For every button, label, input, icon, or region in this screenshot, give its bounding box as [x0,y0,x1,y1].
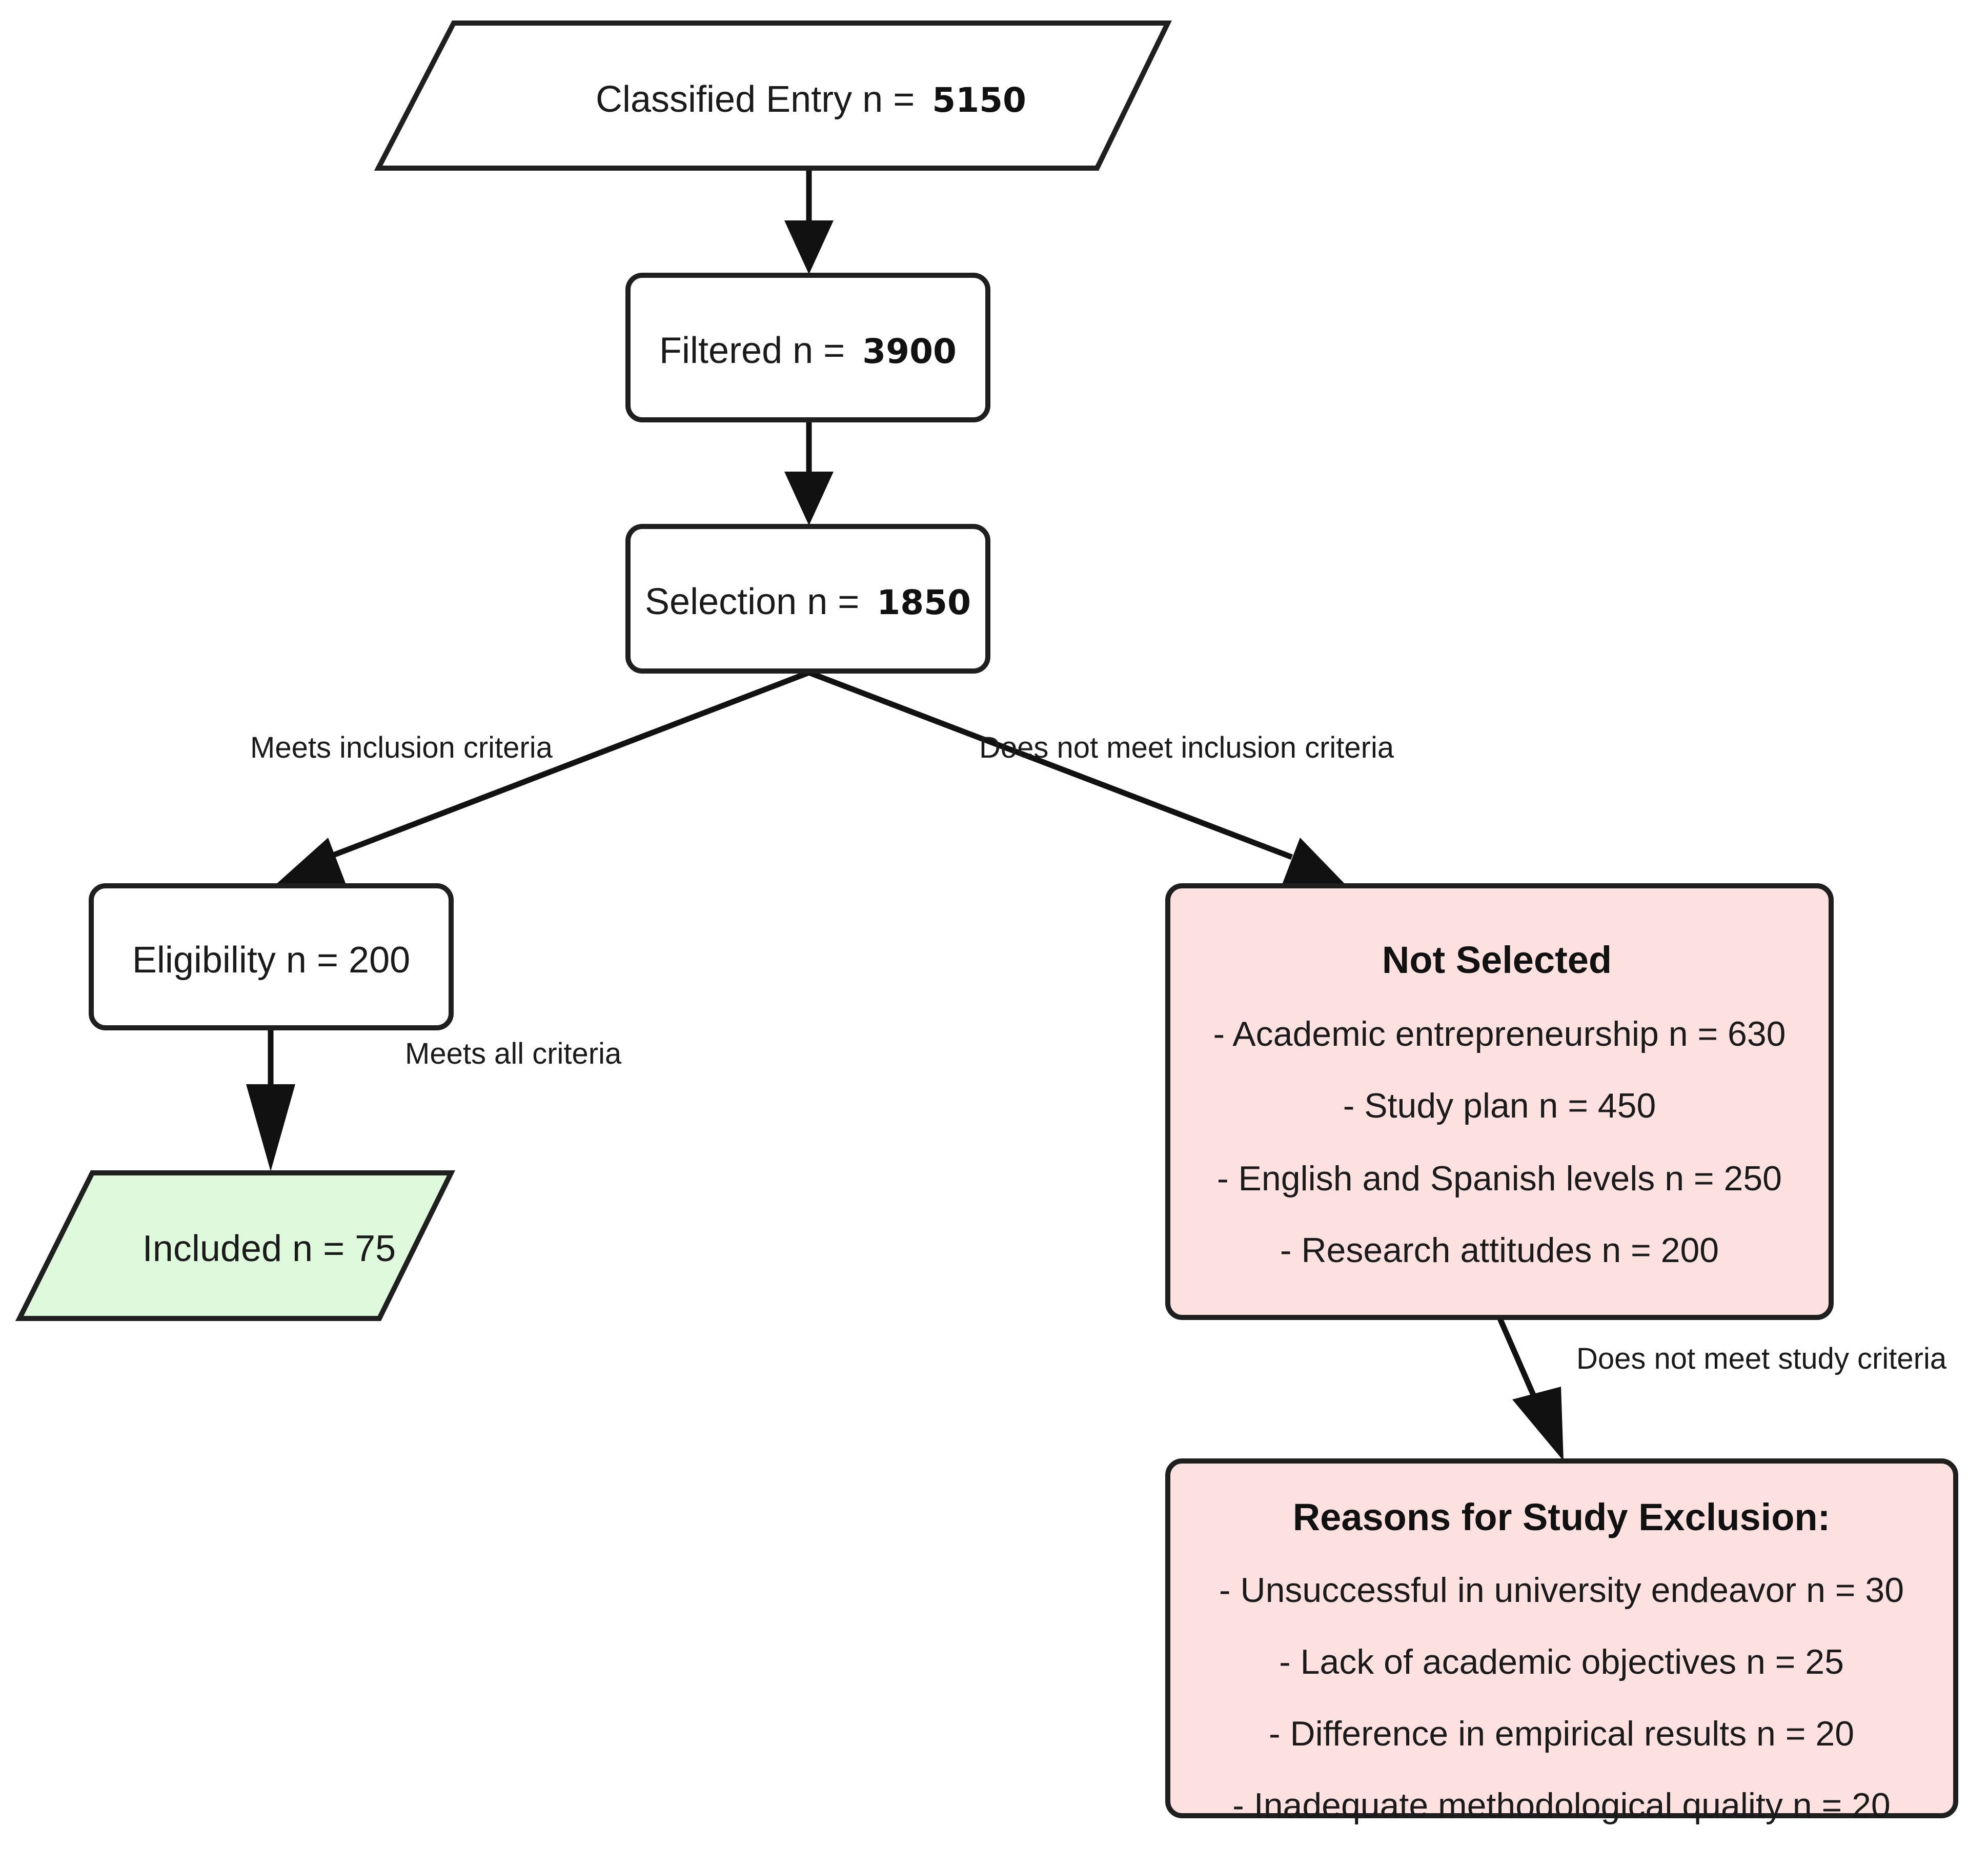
arrowhead-exclusion [1512,1387,1564,1461]
edge-label-meets-inclusion: Meets inclusion criteria [250,731,553,764]
exclusion-reason-item: - Difference in empirical results n = 20 [1269,1714,1854,1753]
node-filtered: Filtered n = 3900 [625,273,990,422]
eligibility-shape [89,883,454,1030]
edge-label-not-meets-study: Does not meet study criteria [1576,1342,1947,1375]
selection-text: Selection n = 1850 [645,581,971,622]
filtered-label: Filtered n = [659,330,855,371]
edge-labels: Meets inclusion criteria Does not meet i… [250,731,1947,1375]
not-selected-item: - Academic entrepreneurship n = 630 [1213,1014,1786,1053]
filtered-count: 3900 [862,332,957,371]
edge-label-not-meets-inclusion: Does not meet inclusion criteria [979,731,1394,764]
exclusion-reason-item: - Lack of academic objectives n = 25 [1279,1642,1844,1681]
exclusion-reasons-title: Reasons for Study Exclusion: [1293,1496,1831,1538]
node-exclusion-reasons: Reasons for Study Exclusion: - Unsuccess… [1165,1458,1958,1825]
filtered-text: Filtered n = 3900 [659,330,957,371]
selection-label: Selection n = [645,581,869,622]
arrowhead-eligibility [274,838,347,886]
not-selected-item: - English and Spanish levels n = 250 [1217,1159,1782,1198]
selection-shape [625,524,990,674]
node-selection: Selection n = 1850 [625,524,990,674]
exclusion-reason-item: - Unsuccessful in university endeavor n … [1219,1571,1904,1610]
edge-not-selected-to-exclusion [1496,1316,1538,1401]
node-not-selected: Not Selected - Academic entrepreneurship… [1165,883,1834,1320]
edge-selection-to-eligibility [327,669,810,860]
not-selected-shape [1165,883,1834,1320]
arrowhead-filtered [784,220,834,274]
classified-entry-label: Classified Entry n = [596,79,925,120]
included-shape [15,1170,456,1321]
eligibility-label: Eligibility n = 200 [132,940,410,981]
edge-selection-to-not-selected [808,669,1293,860]
node-eligibility: Eligibility n = 200 [89,883,454,1030]
node-included: Included n = 75 [15,1170,456,1321]
arrowhead-included [246,1084,295,1171]
exclusion-reasons-shape [1165,1458,1958,1818]
edge-label-meets-all: Meets all criteria [405,1037,622,1070]
not-selected-item: - Study plan n = 450 [1343,1086,1656,1125]
classified-entry-count: 5150 [932,80,1026,120]
not-selected-title: Not Selected [1382,939,1612,981]
filtered-shape [625,273,990,422]
not-selected-item: - Research attitudes n = 200 [1280,1231,1719,1270]
classified-entry-shape [374,21,1172,171]
included-label: Included n = 75 [143,1228,396,1269]
selection-count: 1850 [877,583,971,622]
node-classified-entry: Classified Entry n = 5150 [374,21,1172,171]
arrowhead-not-selected [1282,838,1347,886]
exclusion-reason-item: - Inadequate methodological quality n = … [1232,1786,1890,1825]
arrowhead-selection [784,472,834,525]
edges [246,168,1564,1461]
classified-entry-text: Classified Entry n = 5150 [596,79,1026,120]
